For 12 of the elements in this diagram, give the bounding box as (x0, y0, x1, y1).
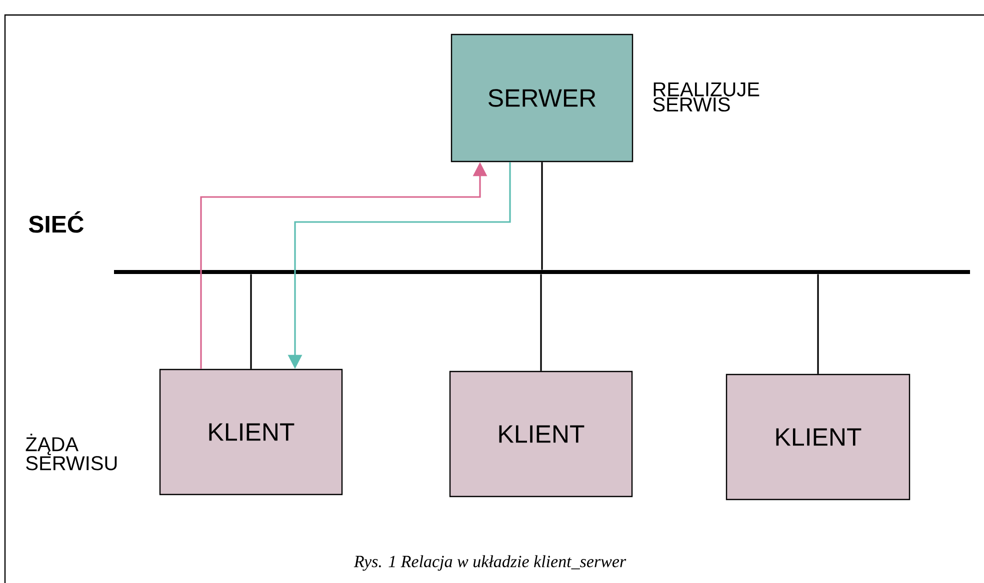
side-label: ŻĄDA SERWISU (26, 434, 117, 470)
client-box: KLIENT (449, 370, 633, 498)
connector-line (541, 162, 543, 270)
connector-line (540, 274, 542, 371)
server-box: SERWER (450, 34, 634, 162)
connector-line (250, 274, 252, 369)
client-box: KLIENT (159, 368, 343, 496)
client-box: KLIENT (726, 374, 910, 500)
caption: Rys. 1 Relacja w układzie klient_serwer (354, 555, 626, 571)
network-label: SIEĆ (28, 211, 84, 233)
connector-line (817, 274, 819, 374)
side-label: REALIZUJE SERWIS (653, 82, 760, 112)
